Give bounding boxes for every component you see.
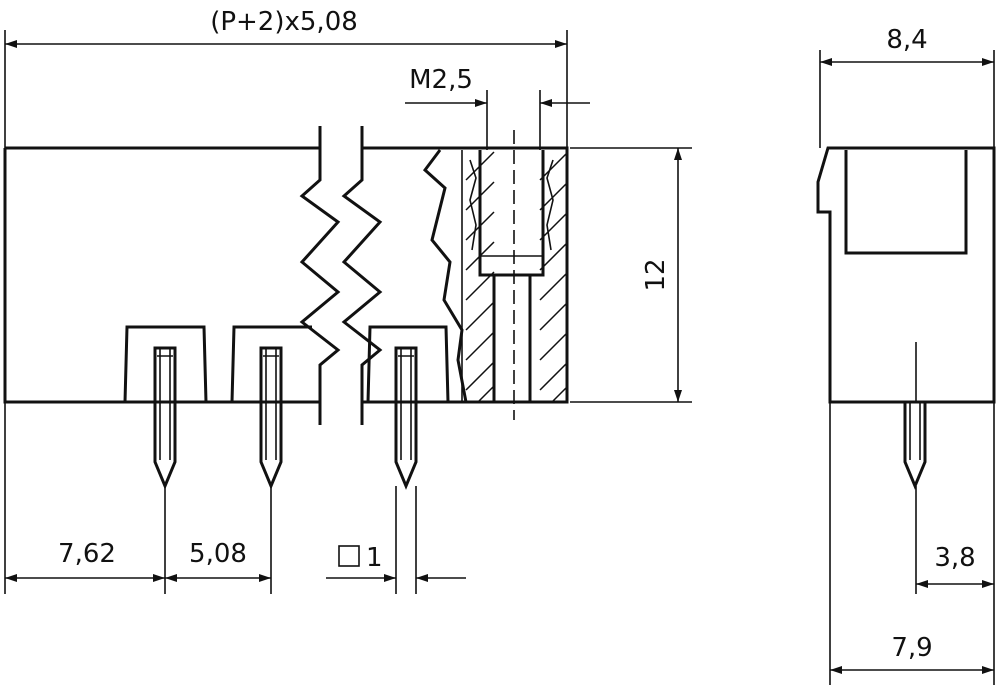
side-body — [816, 146, 996, 404]
front-body-left — [3, 146, 320, 404]
square-symbol-icon — [338, 545, 360, 567]
pin-2 — [259, 346, 283, 490]
dim-height: 12 — [641, 258, 671, 291]
break-line-right — [341, 126, 383, 425]
dim-thread: M2,5 — [409, 65, 473, 95]
screw-hole — [478, 150, 545, 402]
dim-side-depth: 7,9 — [891, 633, 932, 663]
dim-edge-to-pin: 7,62 — [58, 539, 116, 569]
thread-lines — [469, 159, 554, 251]
dim-pin-offset: 3,8 — [934, 543, 975, 573]
pin-1 — [153, 346, 177, 490]
section-edge — [422, 149, 468, 403]
front-view — [3, 126, 569, 490]
side-view — [816, 146, 996, 490]
dim-side-width: 8,4 — [886, 25, 927, 55]
pin-3 — [394, 346, 418, 490]
pin-housing-2 — [230, 325, 312, 403]
pin-housing-3 — [366, 325, 450, 403]
dim-overall-width: (P+2)x5,08 — [210, 7, 358, 37]
dimension-lines — [4, 30, 995, 685]
side-cavity — [844, 150, 968, 255]
dim-pin-square: 1 — [366, 543, 383, 573]
dim-pitch: 5,08 — [189, 539, 247, 569]
break-line-left — [299, 126, 341, 425]
pin-housing-1 — [123, 325, 208, 403]
side-pin — [903, 403, 927, 490]
